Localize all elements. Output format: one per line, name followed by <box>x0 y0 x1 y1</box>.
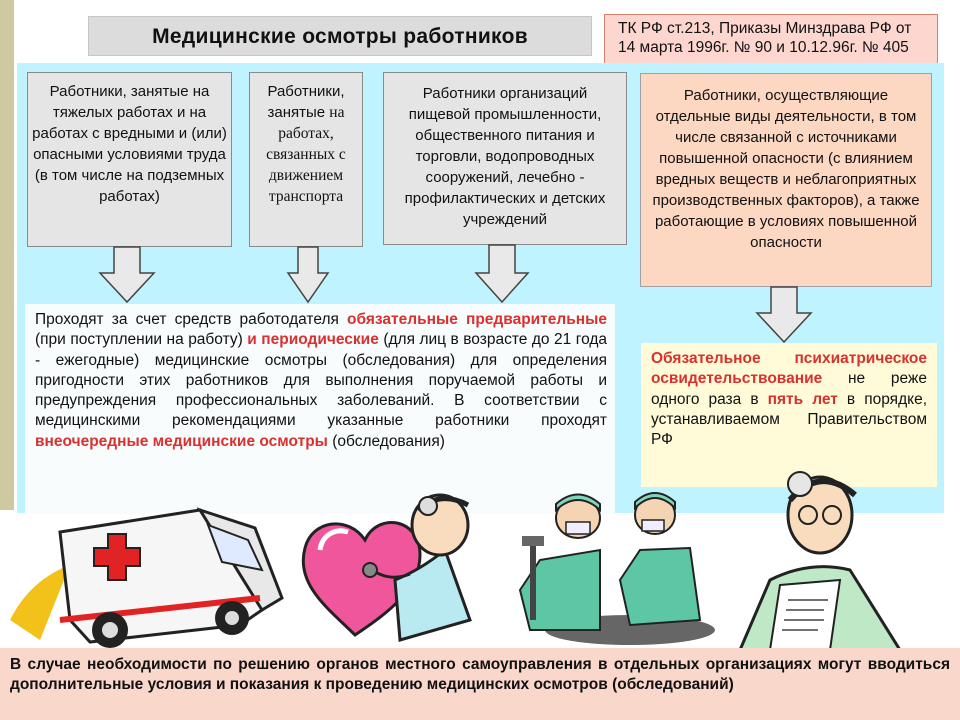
category-high-danger: Работники, осуществляющие отдельные виды… <box>640 73 932 287</box>
highlight-preliminary: обязательные предварительные <box>347 311 607 328</box>
arrow-down-icon <box>286 246 330 304</box>
category-transport-rest: на работах, связанных с движением трансп… <box>266 104 346 205</box>
main-description: Проходят за счет средств работодателя об… <box>25 304 615 514</box>
footer-note: В случае необходимости по решению органо… <box>0 648 960 720</box>
highlight-periodic: и периодические <box>247 331 379 349</box>
page-title: Медицинские осмотры работников <box>88 16 592 56</box>
arrow-down-icon <box>98 246 156 304</box>
psych-text-part2: в порядке, устанавливаемом Правительство… <box>651 390 927 449</box>
law-reference: ТК РФ ст.213, Приказы Минздрава РФ от 14… <box>604 14 938 66</box>
doctor-document-icon <box>738 471 902 650</box>
psychiatric-exam-note: Обязательное психиатрическое освидетельс… <box>641 343 937 487</box>
main-text-part4: (обследования) <box>327 432 445 450</box>
heart-doctor-icon <box>301 493 472 642</box>
psych-text-part1: не реже одного раза в <box>651 370 927 408</box>
highlight-extraordinary: внеочередные медицинские осмотры <box>35 432 328 450</box>
arrow-down-icon <box>755 286 813 344</box>
highlight-five-years: пять лет <box>767 390 838 408</box>
category-transport: Работники, занятые на работах, связанных… <box>249 72 363 247</box>
main-text-part3: (для лиц в возрасте до 21 года - ежегодн… <box>35 331 608 430</box>
surgeons-icon <box>518 492 715 645</box>
highlight-psychiatric: Обязательное психиатрическое освидетельс… <box>651 350 927 388</box>
main-text-part2: (при поступлении на работу) <box>35 331 248 349</box>
category-transport-prefix: Работники, занятые <box>267 83 345 121</box>
category-food-public: Работники организаций пищевой промышленн… <box>383 72 627 245</box>
main-text-part1: Проходят за счет средств работодателя <box>35 311 348 328</box>
category-heavy-work: Работники, занятые на тяжелых работах и … <box>27 72 232 247</box>
illustrations <box>10 471 902 650</box>
ambulance-icon <box>10 507 284 648</box>
left-decor-strip <box>0 0 14 510</box>
arrow-down-icon <box>474 244 530 304</box>
